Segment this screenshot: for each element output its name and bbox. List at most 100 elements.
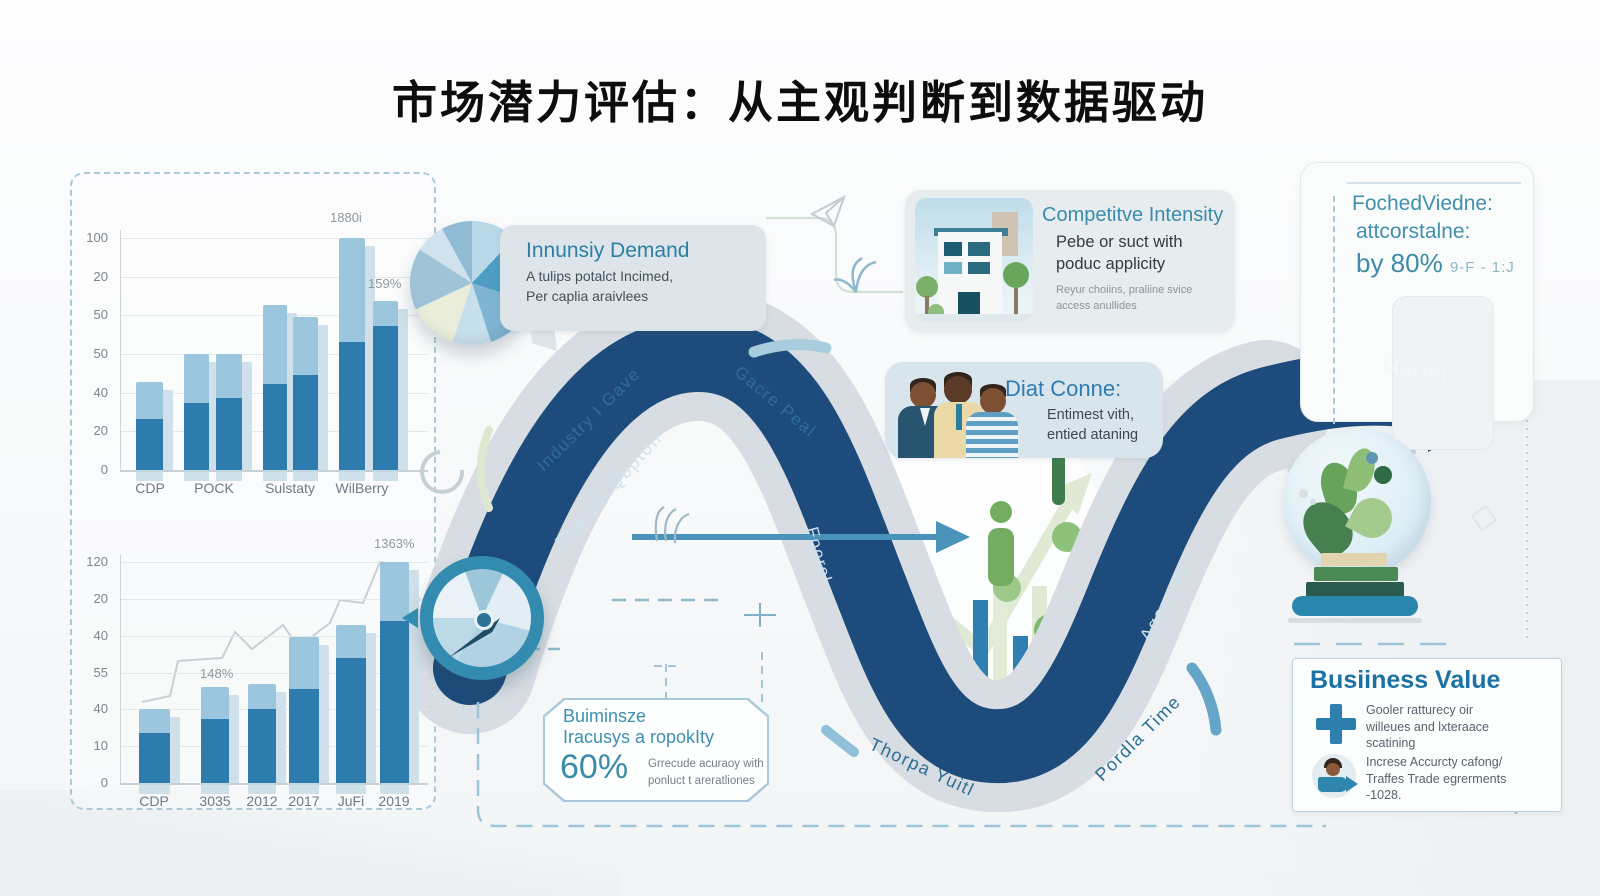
forecast-card-topline	[1347, 182, 1521, 184]
building-window	[944, 262, 962, 274]
diat-body-line2: entied ataning	[1047, 426, 1139, 443]
bv-item1-line3: scatining	[1366, 736, 1416, 750]
y-axis-tick: 40	[93, 384, 108, 400]
y-axis-tick: 0	[100, 775, 108, 790]
stat-small-line2: ponluct t areratliones	[648, 774, 755, 787]
book	[1306, 582, 1404, 597]
x-axis-label: 2012	[246, 793, 278, 809]
tree-icon	[916, 276, 938, 298]
y-axis-tick: 100	[86, 230, 108, 245]
person-arrow-icon-body	[1318, 777, 1348, 792]
bv-item1-line2: willeues and lxteraace	[1366, 719, 1489, 734]
tree-trunk	[925, 296, 929, 318]
bar-dark-segment	[373, 326, 398, 470]
stat-heading2: Iracusys a ropokIty	[563, 727, 715, 747]
bar-foot	[339, 470, 365, 481]
bar-foot	[263, 470, 287, 481]
bar-foot	[216, 470, 242, 481]
business-value-heading: Busiiness Value	[1310, 666, 1501, 694]
dot-doodle	[1299, 489, 1308, 498]
y-axis-line	[120, 230, 121, 470]
bar-dark-segment	[136, 419, 163, 470]
competitive-sub-line1: Pebe or suct with	[1056, 233, 1183, 251]
bar-dark-segment	[184, 403, 209, 470]
globe-base	[1292, 596, 1418, 616]
bubble-body-line1: A tulips potalct Incimed,	[526, 268, 674, 284]
bar-foot	[289, 783, 319, 794]
competitive-heading: Competitve Intensity	[1042, 204, 1224, 226]
building-window	[968, 242, 990, 256]
y-axis-tick: 10	[93, 738, 108, 754]
bar-annotation: 159%	[368, 276, 402, 291]
competitive-small: Reyur choiins, praliine svice access anu…	[1056, 283, 1192, 315]
y-axis-tick: 0	[100, 462, 108, 477]
bar-dark-segment	[339, 342, 365, 470]
compass-center	[474, 610, 494, 630]
globe-shadow	[1288, 618, 1422, 623]
y-axis-tick: 55	[93, 664, 108, 680]
compass-pointer	[402, 608, 418, 628]
stat-heading1: Buiminsze	[563, 706, 647, 726]
x-axis-label: 3035	[199, 793, 231, 809]
stat-box-bg	[545, 700, 767, 800]
diat-body-line1: Entimest vith,	[1047, 407, 1135, 423]
bar-foot	[248, 783, 276, 794]
bar-foot	[336, 783, 366, 794]
building-window	[968, 262, 990, 274]
forecast-line1: FochedViedne:	[1352, 192, 1493, 215]
y-axis-tick: 20	[93, 590, 108, 606]
bar-foot	[201, 783, 229, 794]
y-axis-tick: 50	[93, 307, 108, 323]
bar-foot	[293, 470, 318, 481]
forecast-card-dash	[1333, 196, 1335, 424]
bar-annotation: 1880i	[330, 210, 362, 225]
bar-dark-segment	[293, 375, 318, 470]
building-door	[958, 292, 980, 318]
bubble-heading: Innunsiy Demand	[526, 239, 690, 262]
gridline	[120, 635, 428, 637]
building-illustration	[915, 198, 1033, 322]
forecast-suffix: 9-F - 1:J	[1449, 259, 1515, 276]
bar-dark-segment	[289, 689, 319, 783]
bar-annotation: 1363%	[374, 536, 415, 551]
bar-dark-segment	[248, 709, 276, 783]
stat-value: 60%	[560, 748, 629, 786]
book	[1321, 553, 1387, 566]
y-axis-tick: 50	[93, 346, 108, 361]
bar-dark-segment	[263, 384, 287, 470]
bar-foot	[373, 470, 398, 481]
leaf-ball	[1374, 466, 1392, 484]
bar-annotation: 148%	[200, 666, 234, 681]
dot-doodle	[1310, 499, 1316, 505]
forecast-line2: attcorstalne:	[1356, 220, 1471, 243]
bv-item2-text: Increse Accurcty cafong/ Traffes Trade e…	[1366, 754, 1506, 804]
x-axis-label: Sulstaty	[265, 480, 315, 496]
book	[1314, 567, 1398, 581]
competitive-small-line2: access anullides	[1056, 299, 1137, 312]
stat-small-line1: Grrecude acuraoy with	[648, 758, 764, 770]
diat-heading: Diat Conne:	[1005, 376, 1122, 401]
forecast-line3: by 80% 9-F - 1:J	[1356, 248, 1515, 279]
person-arrow-icon-face	[1326, 763, 1340, 776]
competitive-small-line1: Reyur choiins, praliine svice	[1056, 284, 1193, 296]
bv-item1-text: Gooler ratturecy oir willeues and lxtera…	[1366, 702, 1489, 752]
bar-dark-segment	[380, 621, 409, 783]
gridline	[120, 276, 428, 278]
competitive-sub: Pebe or suct with poduc applicity	[1056, 231, 1183, 276]
x-axis-label: 2019	[378, 793, 410, 809]
x-axis-label: CDP	[135, 480, 165, 496]
competitive-sub-line2: poduc applicity	[1056, 255, 1166, 274]
x-axis-label: 2017	[288, 793, 320, 809]
bv-item1-line1: Gooler ratturecy oir	[1366, 703, 1473, 717]
x-axis-label: WilBerry	[335, 480, 389, 496]
plus-icon	[1316, 718, 1356, 730]
bar-dark-segment	[139, 733, 170, 783]
bar-foot	[136, 470, 163, 481]
bubble-body-line2: Per caplia araivlees	[526, 287, 649, 304]
gridline	[120, 598, 428, 600]
forecast-value: by 80%	[1356, 248, 1443, 278]
y-axis-tick: 20	[93, 268, 108, 284]
y-axis-tick: 40	[93, 701, 108, 717]
y-axis-line	[120, 554, 121, 783]
